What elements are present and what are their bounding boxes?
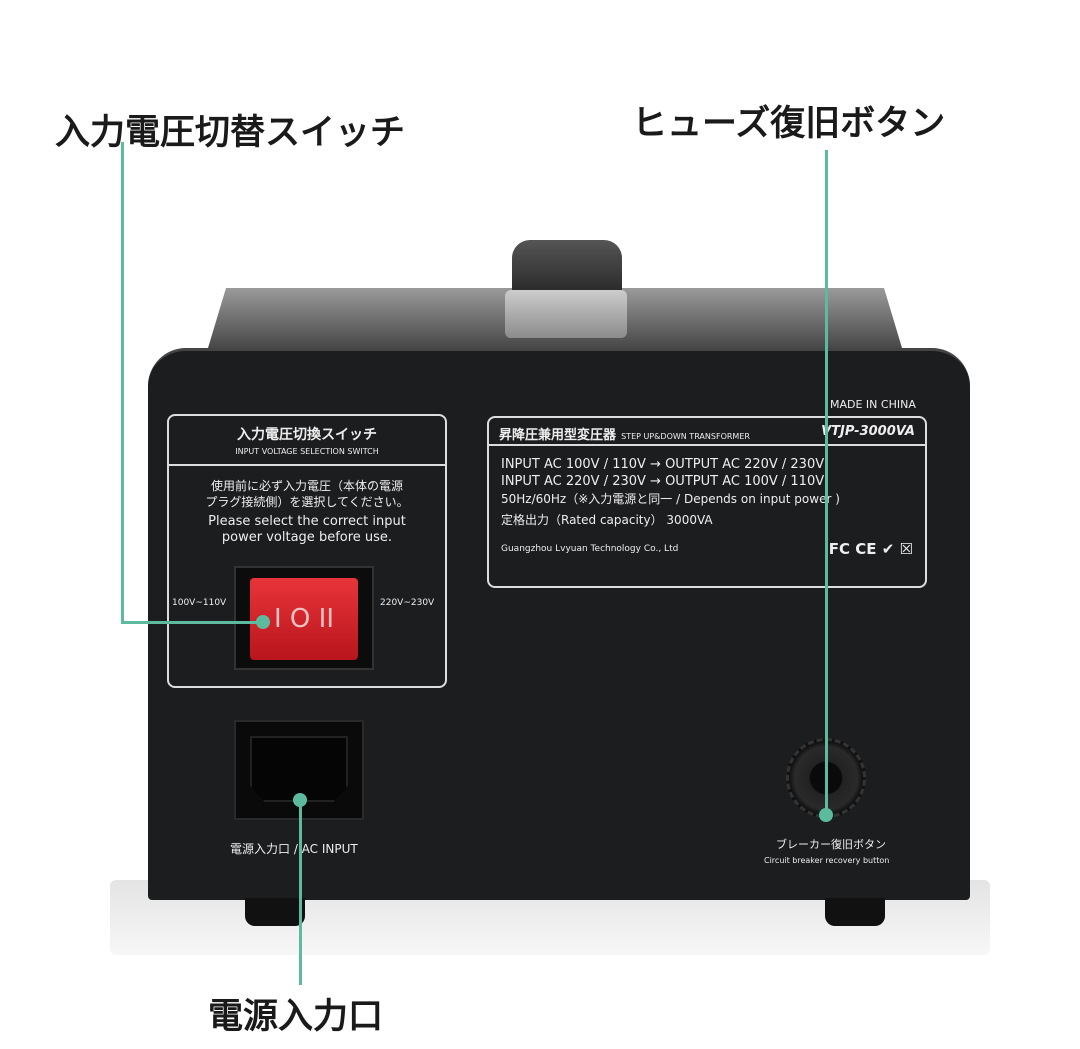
company-name: Guangzhou Lvyuan Technology Co., Ltd <box>501 544 679 554</box>
foot <box>245 898 305 926</box>
spec-line: 定格出力（Rated capacity） 3000VA <box>501 513 713 527</box>
breaker-label-jp: ブレーカー復旧ボタン <box>776 838 886 851</box>
leader-dot <box>819 808 833 822</box>
spec-title-en: STEP UP&DOWN TRANSFORMER <box>621 432 750 441</box>
spec-line: INPUT AC 100V / 110V → OUTPUT AC 220V / … <box>501 457 825 472</box>
callout-switch: 入力電圧切替スイッチ <box>55 113 406 153</box>
switch-note-jp: 使用前に必ず入力電圧（本体の電源 <box>210 479 403 493</box>
leader-line <box>825 150 828 815</box>
leader-line <box>121 142 124 624</box>
callout-fuse: ヒューズ復旧ボタン <box>632 104 946 144</box>
leader-dot <box>293 793 307 807</box>
callout-power: 電源入力口 <box>208 997 384 1037</box>
switch-panel: 入力電圧切換スイッチ INPUT VOLTAGE SELECTION SWITC… <box>167 414 447 688</box>
spec-line: 50Hz/60Hz（※入力電源と同一 / Depends on input po… <box>501 492 840 506</box>
foot <box>825 898 885 926</box>
spec-line: INPUT AC 220V / 230V → OUTPUT AC 100V / … <box>501 474 825 489</box>
switch-note-jp: プラグ接続側）を選択してください。 <box>205 495 409 509</box>
leader-line <box>121 621 263 624</box>
leader-dot <box>256 615 270 629</box>
spec-title-jp: 昇降圧兼用型変圧器 <box>499 428 617 443</box>
high-voltage-label: 220V~230V <box>380 598 435 608</box>
switch-title-jp: 入力電圧切換スイッチ <box>237 427 377 443</box>
leader-line <box>299 800 302 985</box>
made-in-label: MADE IN CHINA <box>830 398 916 411</box>
switch-note-en: Please select the correct input <box>208 514 406 529</box>
ac-input-label: 電源入力口 / AC INPUT <box>230 842 358 856</box>
switch-note-en: power voltage before use. <box>221 530 393 545</box>
low-voltage-label: 100V~110V <box>172 598 227 608</box>
certification-marks: FC CE ✔ ☒ <box>828 540 913 558</box>
model-number: VTJP-3000VA <box>821 424 915 439</box>
handle-base <box>505 290 627 338</box>
spec-label: 昇降圧兼用型変圧器 STEP UP&DOWN TRANSFORMER VTJP-… <box>487 416 927 588</box>
switch-title-en: INPUT VOLTAGE SELECTION SWITCH <box>235 447 379 456</box>
breaker-label-en: Circuit breaker recovery button <box>764 856 890 865</box>
